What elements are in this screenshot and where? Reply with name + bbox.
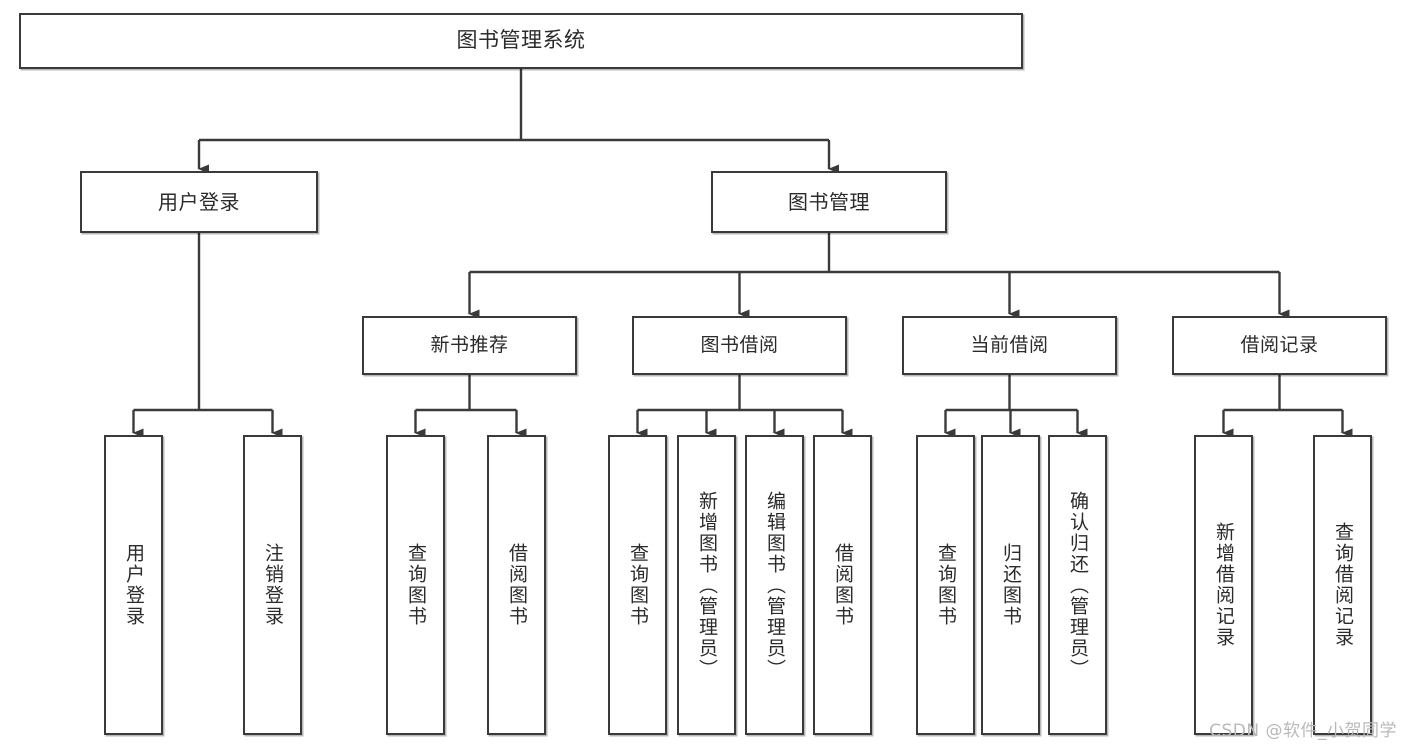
node-label: 查询图书	[935, 543, 957, 627]
node-leaf_8[interactable]: 查询图书	[916, 435, 975, 735]
node-label: 借阅图书	[506, 543, 528, 627]
node-leaf_7[interactable]: 借阅图书	[813, 435, 872, 735]
node-leaf_2[interactable]: 查询图书	[386, 435, 445, 735]
node-leaf_6[interactable]: 编辑图书（管理员）	[745, 435, 804, 735]
node-label: 确认归还（管理员）	[1067, 490, 1089, 680]
node-leaf_3[interactable]: 借阅图书	[487, 435, 546, 735]
node-l1_1[interactable]: 图书管理	[711, 171, 947, 233]
node-leaf_1[interactable]: 注销登录	[243, 435, 302, 735]
node-label: 当前借阅	[970, 333, 1049, 356]
node-l2_2[interactable]: 当前借阅	[902, 316, 1117, 375]
node-leaf_9[interactable]: 归还图书	[981, 435, 1040, 735]
node-l2_3[interactable]: 借阅记录	[1172, 316, 1387, 375]
node-leaf_11[interactable]: 新增借阅记录	[1194, 435, 1253, 735]
node-leaf_4[interactable]: 查询图书	[608, 435, 667, 735]
node-label: 借阅记录	[1240, 333, 1319, 356]
node-label: 查询图书	[627, 543, 649, 627]
node-label: 用户登录	[123, 543, 145, 627]
node-l2_1[interactable]: 图书借阅	[632, 316, 847, 375]
node-label: 借阅图书	[832, 543, 854, 627]
node-label: 新增图书（管理员）	[696, 490, 718, 680]
node-root[interactable]: 图书管理系统	[19, 13, 1023, 69]
node-label: 归还图书	[1000, 543, 1022, 627]
edge-group	[132, 69, 1353, 438]
node-label: 查询图书	[405, 543, 427, 627]
node-l1_0[interactable]: 用户登录	[80, 171, 318, 233]
node-label: 图书管理系统	[456, 28, 586, 53]
node-label: 注销登录	[262, 543, 284, 627]
node-label: 编辑图书（管理员）	[764, 490, 786, 680]
node-label: 用户登录	[158, 189, 240, 214]
node-leaf_0[interactable]: 用户登录	[104, 435, 163, 735]
node-leaf_10[interactable]: 确认归还（管理员）	[1048, 435, 1107, 735]
node-label: 图书管理	[788, 189, 870, 214]
node-label: 图书借阅	[700, 333, 779, 356]
node-label: 新书推荐	[430, 333, 509, 356]
node-leaf_5[interactable]: 新增图书（管理员）	[677, 435, 736, 735]
node-label: 查询借阅记录	[1332, 522, 1354, 648]
node-l2_0[interactable]: 新书推荐	[362, 316, 577, 375]
node-label: 新增借阅记录	[1213, 522, 1235, 648]
node-leaf_12[interactable]: 查询借阅记录	[1313, 435, 1372, 735]
